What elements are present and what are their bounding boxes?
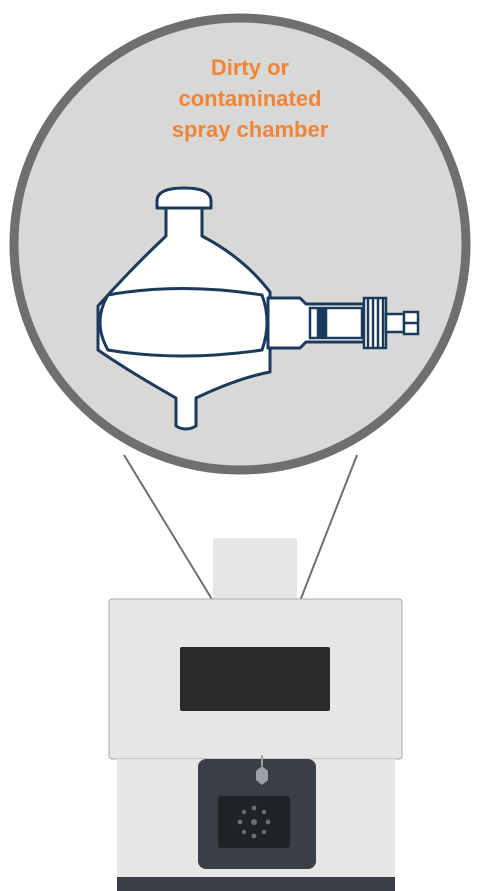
magnifier-line-right: [299, 454, 358, 602]
callout-title-line-1: Dirty or: [210, 55, 290, 80]
torch-marker-icon: [256, 766, 268, 785]
display-screen: [180, 647, 330, 711]
callout-title: Dirty or contaminated spray chamber: [120, 52, 380, 145]
magnifier-line-left: [123, 454, 214, 602]
instrument-base-bar: [117, 877, 395, 891]
torch-ring-icon: [237, 805, 271, 839]
instrument-top-pedestal: [213, 538, 297, 604]
callout-title-line-2: contaminated: [178, 86, 322, 111]
callout-title-line-3: spray chamber: [171, 117, 329, 142]
nebulizer-connector-icon: [308, 296, 420, 350]
